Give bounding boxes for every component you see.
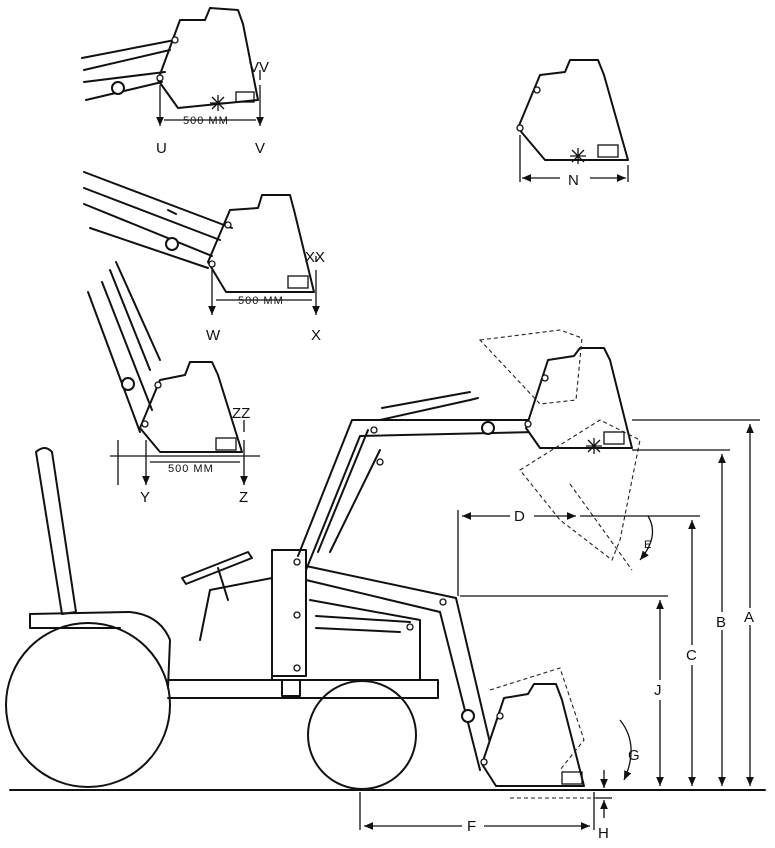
label-V: V [255, 140, 265, 157]
label-C: C [686, 647, 697, 664]
steering-wheel [181, 551, 253, 585]
seat-back [35, 447, 77, 615]
asterisk-mark [586, 438, 602, 454]
inset-bucket-level-detail [81, 7, 264, 126]
inset-bucket-raised-detail [87, 261, 260, 485]
label-VV: VV [249, 59, 269, 76]
label-N: N [568, 172, 579, 189]
label-E: E [644, 539, 651, 551]
label-F: F [467, 818, 476, 835]
rear-wheel [5, 622, 171, 788]
lowered-bucket [481, 683, 585, 787]
label-Z: Z [239, 489, 248, 506]
label-G: G [628, 747, 640, 764]
raised-bucket [525, 347, 633, 449]
dim-500mm-bottom: 500 MM [168, 463, 214, 475]
label-W: W [206, 327, 221, 344]
label-U: U [156, 140, 167, 157]
label-Y: Y [140, 489, 150, 506]
dim-500mm-middle: 500 MM [238, 295, 284, 307]
label-D: D [514, 508, 525, 525]
loader-tower [271, 549, 307, 677]
label-B: B [716, 614, 726, 631]
label-ZZ: ZZ [232, 405, 250, 422]
label-J: J [654, 682, 662, 699]
dimension-lines [359, 419, 760, 830]
label-A: A [744, 609, 754, 626]
asterisk-mark [570, 148, 586, 164]
label-X: X [311, 327, 321, 344]
asterisk-mark [210, 95, 226, 111]
label-XX: XX [305, 249, 325, 266]
inset-bucket-dump-detail [83, 171, 320, 315]
dim-500mm-top: 500 MM [183, 115, 229, 127]
tractor-with-front-loader [5, 329, 766, 799]
inset-bucket-width-detail [516, 59, 629, 182]
label-H: H [598, 825, 609, 842]
